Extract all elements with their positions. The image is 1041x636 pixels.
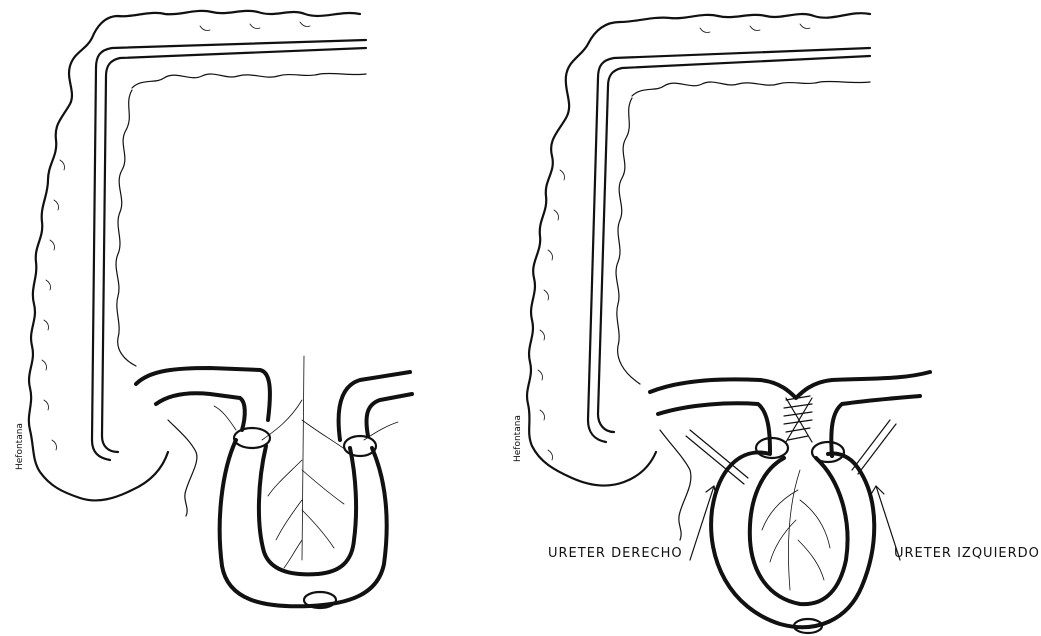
right-mesentery-vessels xyxy=(762,470,830,590)
left-sigmoid-inner xyxy=(156,393,245,430)
right-cut-end xyxy=(660,430,691,540)
right-signature: Hefontana xyxy=(513,415,523,462)
left-u-loop-inner xyxy=(259,446,356,574)
left-right-stub-inner xyxy=(367,394,413,436)
right-lumen-line-2 xyxy=(598,56,870,432)
left-mesentery-vessels xyxy=(214,356,398,568)
left-cut-end xyxy=(168,420,197,516)
left-colon-outer-border xyxy=(29,11,360,501)
right-panel: URETER DERECHO URETER IZQUIERDO Hefontan… xyxy=(513,13,1040,633)
label-ureter-derecho: URETER DERECHO xyxy=(548,546,683,561)
right-lumen-line-1 xyxy=(588,48,870,442)
left-signature: Hefontana xyxy=(15,423,25,470)
left-lumen-line-2 xyxy=(102,48,366,452)
right-haustra-ticks xyxy=(538,24,810,460)
left-panel: Hefontana xyxy=(15,11,412,608)
right-colon-outer-border xyxy=(527,13,870,485)
right-top-limb-outer xyxy=(650,372,930,398)
left-right-stub-outer xyxy=(339,372,410,440)
right-suture-stitches xyxy=(784,396,812,442)
right-junction-left xyxy=(756,438,788,458)
left-haustra-top xyxy=(132,73,366,88)
left-junction-right xyxy=(344,436,376,456)
left-haustra-inner xyxy=(116,90,136,366)
right-haustra-inner xyxy=(616,98,640,384)
right-pouch-inner xyxy=(750,458,848,604)
right-haustra-top xyxy=(632,81,870,96)
label-ureter-izquierdo: URETER IZQUIERDO xyxy=(894,546,1040,561)
